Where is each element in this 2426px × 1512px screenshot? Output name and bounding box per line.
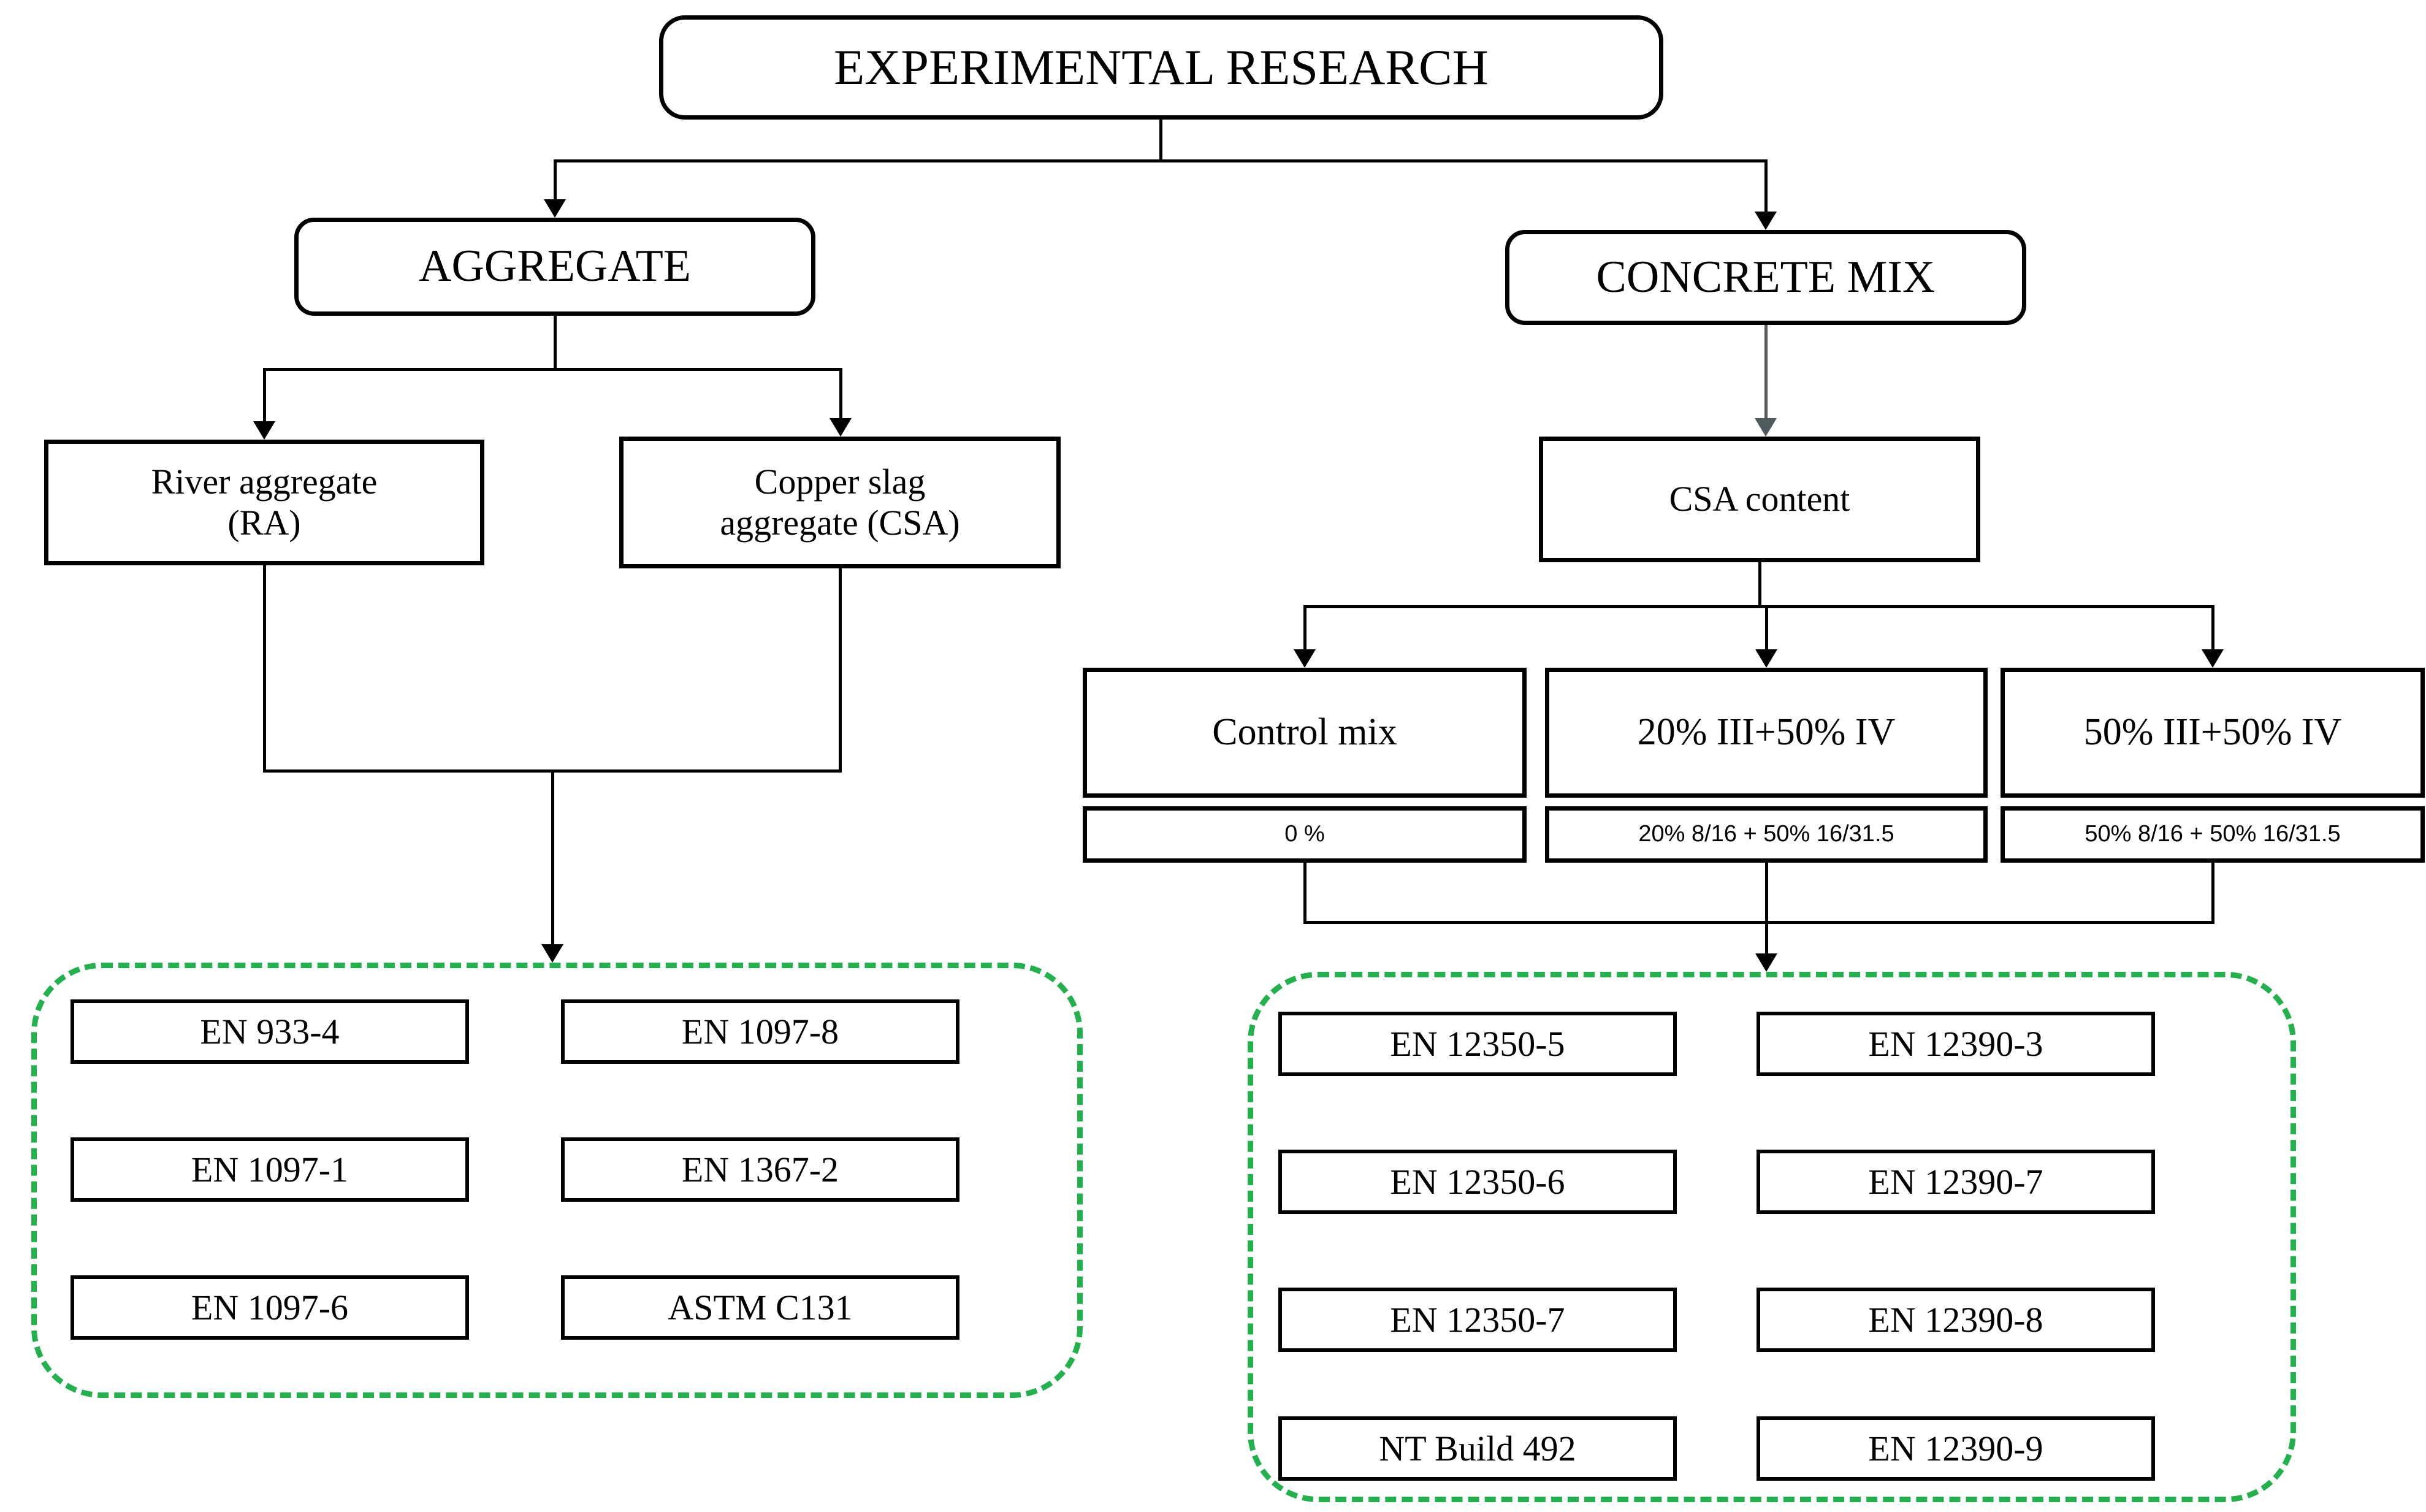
standard-en-12350-7: EN 12350-7	[1278, 1288, 1677, 1352]
connector-to-control-line	[1303, 605, 1306, 649]
connector-to-csa-content-line	[1764, 325, 1768, 418]
arrowhead-down-river	[253, 421, 275, 440]
standard-en-1367-2: EN 1367-2	[561, 1137, 959, 1202]
arrowhead-down-mix50	[2202, 649, 2224, 668]
connector-to-river-line	[263, 368, 266, 421]
mix20-detail-box: 20% 8/16 + 50% 16/31.5	[1545, 806, 1988, 863]
standard-en-12390-3: EN 12390-3	[1757, 1012, 2155, 1076]
connector-aggregate-stem	[554, 316, 557, 368]
copper-slag-box: Copper slag aggregate (CSA)	[619, 437, 1061, 568]
connector-root-stem	[1159, 120, 1162, 159]
copper-slag-line1: Copper slag	[754, 461, 926, 502]
standard-astm-c131: ASTM C131	[561, 1275, 959, 1340]
experimental-research-label: EXPERIMENTAL RESEARCH	[834, 39, 1489, 95]
standard-label: EN 1097-1	[191, 1150, 349, 1189]
standard-en-12390-7: EN 12390-7	[1757, 1150, 2155, 1214]
arrowhead-down-control-mix	[1294, 649, 1316, 668]
arrowhead-down-aggregate	[544, 199, 566, 218]
standard-label: EN 12390-7	[1868, 1162, 2043, 1202]
standard-label: EN 1367-2	[681, 1150, 839, 1189]
experimental-research-box: EXPERIMENTAL RESEARCH	[659, 15, 1663, 120]
concrete-mix-label: CONCRETE MIX	[1596, 251, 1936, 302]
connector-aggregate-crossbar	[263, 368, 841, 371]
connector-to-aggregate-line	[554, 159, 557, 199]
control-mix-title: Control mix	[1212, 711, 1397, 754]
river-aggregate-box: River aggregate (RA)	[44, 440, 484, 565]
connector-river-drop	[263, 565, 266, 769]
connector-to-mix50-line	[2211, 605, 2214, 649]
copper-slag-line2: aggregate (CSA)	[720, 502, 960, 543]
standard-label: EN 1097-6	[191, 1288, 349, 1327]
standard-label: EN 1097-8	[681, 1012, 839, 1052]
csa-content-box: CSA content	[1539, 437, 1980, 562]
aggregate-label: AGGREGATE	[419, 241, 691, 292]
arrowhead-down-csa-content	[1755, 418, 1777, 437]
standard-label: ASTM C131	[668, 1288, 853, 1327]
standard-en-12350-5: EN 12350-5	[1278, 1012, 1677, 1076]
connector-to-mix20-line	[1765, 605, 1768, 649]
arrowhead-down-concrete	[1755, 212, 1777, 230]
mix50-detail-box: 50% 8/16 + 50% 16/31.5	[2001, 806, 2425, 863]
standard-label: EN 12350-5	[1390, 1024, 1565, 1064]
connector-mix-join-crossbar	[1303, 921, 2214, 924]
arrowhead-down-mix20	[1755, 649, 1777, 668]
mix20-detail: 20% 8/16 + 50% 16/31.5	[1638, 821, 1894, 847]
mix20-title: 20% III+50% IV	[1637, 711, 1896, 754]
mix20-box: 20% III+50% IV	[1545, 668, 1988, 798]
standard-label: EN 12390-8	[1868, 1300, 2043, 1340]
standard-label: EN 12390-9	[1868, 1429, 2043, 1468]
mix50-detail: 50% 8/16 + 50% 16/31.5	[2085, 821, 2341, 847]
csa-content-label: CSA content	[1669, 479, 1850, 519]
arrowhead-down-aggregate-standards	[541, 944, 563, 963]
mix50-box: 50% III+50% IV	[2001, 668, 2425, 798]
standard-label: EN 12390-3	[1868, 1024, 2043, 1064]
connector-root-crossbar	[554, 159, 1768, 162]
standard-en-1097-8: EN 1097-8	[561, 999, 959, 1064]
river-aggregate-line1: River aggregate	[151, 461, 378, 502]
aggregate-box: AGGREGATE	[294, 218, 815, 316]
standard-en-12390-8: EN 12390-8	[1757, 1288, 2155, 1352]
standard-label: EN 12350-6	[1390, 1162, 1565, 1202]
standard-nt-build-492: NT Build 492	[1278, 1416, 1677, 1481]
connector-to-copper-line	[839, 368, 842, 418]
concrete-mix-box: CONCRETE MIX	[1505, 230, 2026, 325]
connector-control-drop	[1303, 863, 1306, 921]
connector-to-concrete-standards-line	[1765, 921, 1768, 953]
control-mix-detail-box: 0 %	[1083, 806, 1527, 863]
mix50-title: 50% III+50% IV	[2083, 711, 2342, 754]
standard-en-1097-1: EN 1097-1	[71, 1137, 469, 1202]
standard-label: EN 12350-7	[1390, 1300, 1565, 1340]
control-mix-box: Control mix	[1083, 668, 1527, 798]
standard-label: NT Build 492	[1379, 1429, 1576, 1468]
connector-mix20-drop	[1765, 863, 1768, 921]
standard-en-12350-6: EN 12350-6	[1278, 1150, 1677, 1214]
connector-copper-drop	[839, 568, 842, 769]
connector-to-concrete-line	[1764, 159, 1768, 212]
control-mix-detail: 0 %	[1284, 821, 1325, 847]
arrowhead-down-copper	[830, 418, 852, 437]
standard-en-12390-9: EN 12390-9	[1757, 1416, 2155, 1481]
arrowhead-down-concrete-standards	[1755, 953, 1777, 972]
connector-to-aggregate-standards-line	[551, 769, 554, 944]
connector-mix-crossbar	[1303, 605, 2213, 608]
connector-mix50-drop	[2211, 863, 2214, 921]
standard-label: EN 933-4	[200, 1012, 340, 1052]
standard-en-933-4: EN 933-4	[71, 999, 469, 1064]
connector-csa-stem	[1758, 562, 1761, 605]
river-aggregate-line2: (RA)	[227, 502, 301, 543]
standard-en-1097-6: EN 1097-6	[71, 1275, 469, 1340]
